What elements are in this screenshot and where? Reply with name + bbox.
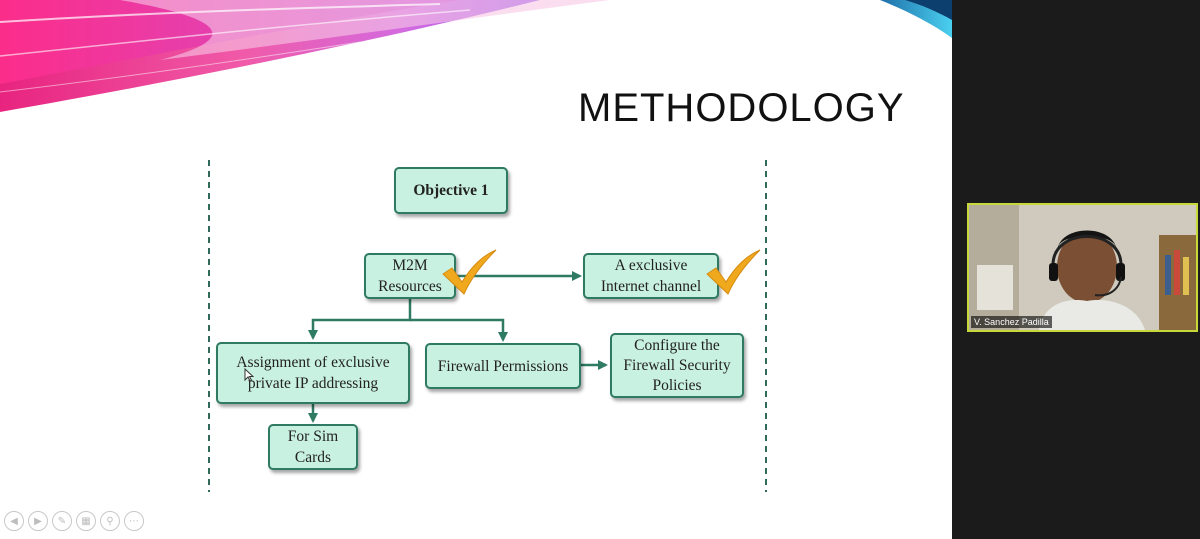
node-sim-cards: For Sim Cards: [268, 424, 358, 470]
connector-m2m-branch: [308, 298, 412, 340]
slides-icon[interactable]: ▦: [76, 511, 96, 531]
slideshow-toolbar: ◀ ▶ ✎ ▦ ⚲ ⋯: [4, 511, 144, 531]
node-internet-line-2: Internet channel: [600, 278, 702, 295]
node-m2m-line-1: M2M: [392, 257, 428, 274]
node-firewall-permissions: Firewall Permissions: [425, 343, 581, 389]
node-firewall-label: Firewall Permissions: [437, 357, 569, 375]
node-objective-1: Objective 1: [394, 167, 508, 214]
node-configure-line-1: Configure the: [634, 336, 720, 354]
node-assignment-line-2: private IP addressing: [247, 375, 379, 392]
participant-video-tile[interactable]: V. Sanchez Padilla: [967, 203, 1198, 332]
pen-icon[interactable]: ✎: [52, 511, 72, 531]
node-configure-line-2: Firewall Security: [623, 356, 731, 374]
presentation-slide: METHODOLOGY Objective 1 M2M Resources A …: [0, 0, 952, 539]
check-mark-icon: [706, 249, 761, 295]
diagram-connectors: [208, 160, 767, 492]
participant-name-label: V. Sanchez Padilla: [971, 316, 1052, 328]
node-m2m-line-2: Resources: [378, 278, 442, 295]
node-internet-line-1: A exclusive: [614, 257, 688, 274]
participant-video-feed: [969, 205, 1196, 330]
node-sim-line-1: For Sim: [287, 428, 339, 445]
slide-title: METHODOLOGY: [578, 86, 905, 130]
next-icon[interactable]: ▶: [28, 511, 48, 531]
more-icon[interactable]: ⋯: [124, 511, 144, 531]
node-m2m-resources: M2M Resources: [364, 253, 456, 299]
node-internet-channel: A exclusive Internet channel: [583, 253, 719, 299]
prev-icon[interactable]: ◀: [4, 511, 24, 531]
node-configure-line-3: Policies: [652, 376, 702, 394]
node-assignment-line-1: Assignment of exclusive: [236, 354, 390, 371]
node-sim-line-2: Cards: [294, 449, 332, 466]
node-objective-1-label: Objective 1: [413, 182, 489, 199]
node-configure-policies: Configure the Firewall Security Policies: [610, 333, 744, 398]
zoom-icon[interactable]: ⚲: [100, 511, 120, 531]
mouse-cursor-icon: [244, 368, 254, 382]
slide-header-decoration: [0, 0, 952, 112]
connector-m2m-to-firewall: [410, 318, 508, 342]
check-mark-icon: [442, 249, 497, 295]
